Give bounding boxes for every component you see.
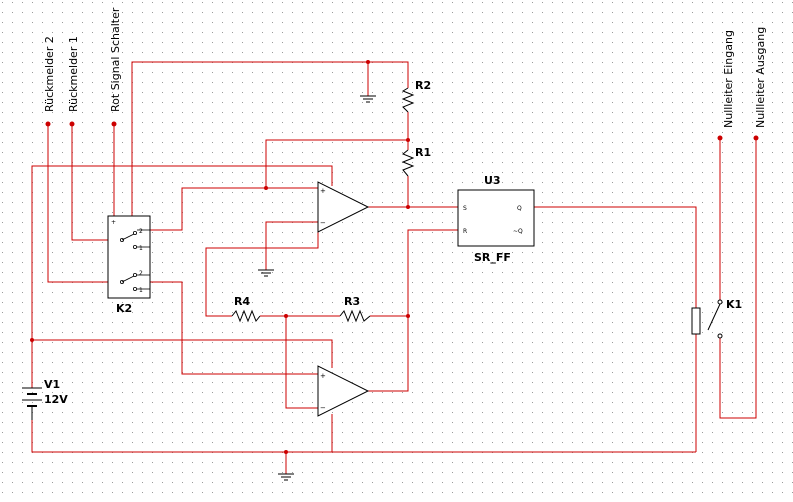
junction-dot: [366, 60, 370, 64]
wire-top[interactable]: [131, 61, 409, 220]
junction-dot: [406, 138, 410, 142]
resistor-r3-label: R3: [344, 295, 360, 308]
port-terminals: [45, 121, 759, 141]
port-label-rot-signal: Rot Signal Schalter: [109, 7, 122, 112]
wire-left-rail-mid[interactable]: [32, 339, 333, 368]
wire-node-lower-minus[interactable]: [285, 316, 318, 409]
flipflop-u3-label: U3: [484, 174, 501, 187]
relay-k2-label: K2: [116, 302, 132, 315]
ground-top: [360, 95, 376, 103]
relay-k1-coil[interactable]: [691, 307, 701, 335]
junction-dot: [406, 314, 410, 318]
wire-ff-q[interactable]: [534, 206, 697, 308]
junctions: [30, 60, 410, 454]
port-terminal[interactable]: [45, 121, 51, 127]
flipflop-u3[interactable]: [457, 189, 535, 247]
relay-k2-pin-1a: 1: [139, 245, 143, 252]
opamp-lower-minus: −: [320, 404, 326, 412]
junction-dot: [264, 186, 268, 190]
wire-left-rail[interactable]: [31, 165, 333, 388]
opamp-upper-minus: −: [320, 219, 326, 227]
flipflop-type-label: SR_FF: [474, 251, 511, 264]
relay-k1-switch[interactable]: [707, 299, 723, 339]
port-label-nullleiter-eingang: Nullleiter Eingang: [722, 30, 735, 128]
wire-bottom-rail[interactable]: [31, 420, 696, 453]
port-terminal[interactable]: [69, 121, 75, 127]
resistor-r2-label: R2: [415, 79, 431, 92]
wires: [31, 61, 757, 474]
wire-k2-lower[interactable]: [150, 281, 318, 375]
battery-v1-value: 12V: [44, 393, 68, 406]
flipflop-pin-q: Q: [517, 205, 522, 212]
port-label-nullleiter-ausgang: Nullleiter Ausgang: [754, 27, 767, 128]
resistor-r1-label: R1: [415, 146, 431, 159]
relay-k2[interactable]: [107, 215, 151, 299]
relay-k1-label: K1: [726, 298, 742, 311]
junction-dot: [406, 205, 410, 209]
wire-opamp2-out[interactable]: [368, 229, 458, 392]
port-label-rueckmelder2: Rückmelder 2: [43, 36, 56, 112]
wire-opamp1-minus[interactable]: [265, 221, 318, 270]
resistor-r3[interactable]: [339, 309, 371, 323]
relay-k2-pin-2a: 2: [139, 228, 143, 235]
wire-null-k1[interactable]: [719, 138, 757, 419]
opamp-lower[interactable]: [317, 365, 370, 417]
resistor-r4-label: R4: [234, 295, 250, 308]
battery-v1-label: V1: [44, 378, 60, 391]
port-terminal[interactable]: [717, 135, 723, 141]
flipflop-pin-nq: ~Q: [513, 228, 523, 235]
junction-dot: [30, 338, 34, 342]
relay-k2-pin-1b: 1: [139, 287, 143, 294]
relay-k2-contacts: [120, 229, 150, 291]
ground-bottom: [278, 473, 294, 481]
opamp-upper-plus: +: [320, 187, 326, 195]
wire-r4-left[interactable]: [205, 222, 319, 317]
wire-feedback-upper[interactable]: [265, 139, 408, 188]
relay-k2-pin-2b: 2: [139, 270, 143, 277]
opamp-upper[interactable]: [317, 181, 370, 233]
junction-dot: [284, 450, 288, 454]
port-terminal[interactable]: [753, 135, 759, 141]
battery-v1[interactable]: [22, 387, 42, 420]
ground-upper-opamp: [258, 269, 274, 277]
flipflop-pin-r: R: [463, 228, 467, 235]
flipflop-pin-s: S: [463, 205, 467, 212]
wire-port-rm1[interactable]: [71, 124, 116, 241]
resistor-r2[interactable]: [401, 87, 415, 113]
wire-opamp1-plus[interactable]: [150, 187, 318, 231]
opamp-lower-plus: +: [320, 372, 326, 380]
junction-dot: [284, 314, 288, 318]
port-label-rueckmelder1: Rückmelder 1: [67, 36, 80, 112]
port-terminal[interactable]: [111, 121, 117, 127]
resistor-r1[interactable]: [401, 149, 415, 177]
wire-port-rm2[interactable]: [47, 124, 116, 283]
resistor-r4[interactable]: [231, 309, 261, 323]
relay-k2-pin-plus: +: [111, 219, 116, 226]
